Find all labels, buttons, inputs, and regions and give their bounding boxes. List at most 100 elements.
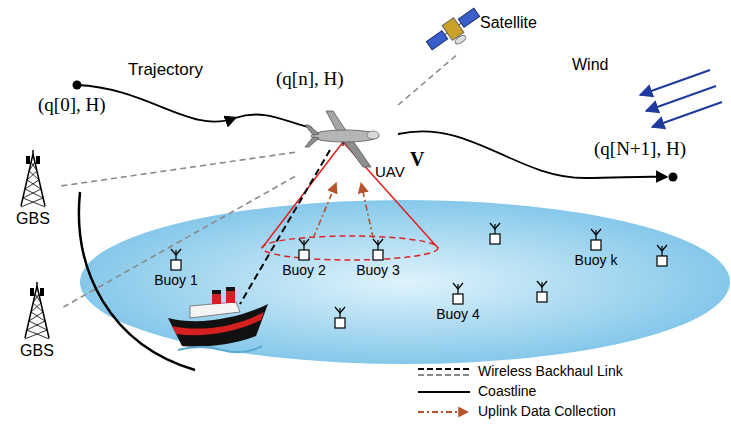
node-label: GBS bbox=[8, 210, 58, 228]
drawing-part bbox=[27, 171, 37, 180]
drawing-part bbox=[23, 198, 45, 207]
drawing-part bbox=[171, 249, 181, 255]
node-label: Buoy 1 bbox=[148, 272, 204, 288]
annotation-label: (q[0], H) bbox=[38, 94, 106, 116]
drawing-part bbox=[31, 312, 45, 321]
drawing-part bbox=[21, 198, 43, 207]
drawing-part bbox=[490, 234, 500, 244]
drawing-part bbox=[171, 260, 181, 270]
drawing-part bbox=[29, 312, 43, 321]
drawing-part bbox=[30, 288, 34, 296]
drawing-part bbox=[373, 239, 383, 260]
drawing-part bbox=[342, 142, 344, 146]
ship-backhaul bbox=[240, 150, 330, 304]
drawing-part bbox=[27, 321, 45, 330]
drawing-part bbox=[537, 281, 547, 287]
drawing-part bbox=[454, 34, 467, 46]
ocean bbox=[80, 200, 730, 364]
drawing-part bbox=[226, 287, 235, 303]
drawing-part bbox=[335, 307, 345, 313]
drawing-part bbox=[178, 346, 262, 352]
drawing-part bbox=[26, 156, 30, 164]
buoy-node: Buoy 3 bbox=[350, 238, 406, 282]
drawing-part bbox=[453, 283, 463, 304]
uav-node: UAV bbox=[295, 105, 410, 183]
trajectory bbox=[235, 115, 312, 129]
uplink-arrow bbox=[313, 183, 336, 238]
drawing-part bbox=[373, 250, 383, 260]
drawing-part bbox=[32, 150, 34, 156]
annotation-label: Wind bbox=[572, 56, 608, 74]
node-label: Buoy 2 bbox=[276, 262, 332, 278]
drawing-part bbox=[426, 31, 447, 50]
drawing-part bbox=[40, 288, 44, 296]
buoy-node: Buoy 2 bbox=[276, 238, 332, 282]
velocity-symbol: V bbox=[410, 148, 424, 171]
drawing-part bbox=[373, 239, 383, 245]
uplink-arrow bbox=[361, 183, 373, 238]
legend-sample bbox=[418, 368, 470, 370]
drawing-part bbox=[31, 303, 41, 312]
node-label: Satellite bbox=[480, 14, 537, 32]
backhaul-link bbox=[62, 176, 295, 307]
drawing-part bbox=[171, 249, 181, 270]
drawing-part bbox=[424, 5, 486, 59]
drawing-part bbox=[591, 240, 601, 250]
base-station-node: GBS bbox=[8, 150, 58, 230]
end-point bbox=[669, 173, 678, 182]
buoy-symbol bbox=[490, 223, 500, 244]
drawing-part bbox=[490, 223, 500, 229]
drawing-part bbox=[453, 283, 463, 289]
drawing-part bbox=[25, 330, 47, 339]
drawing-part bbox=[212, 290, 221, 294]
drawing-part bbox=[299, 250, 309, 260]
buoys bbox=[335, 223, 667, 328]
drawing-part bbox=[299, 239, 309, 245]
drawing-part bbox=[36, 282, 38, 288]
drawing-part bbox=[27, 330, 49, 339]
legend-text: Coastline bbox=[478, 383, 536, 399]
annotation-label: (q[N+1], H) bbox=[594, 138, 686, 160]
drawing-part bbox=[591, 229, 601, 250]
drawing-part bbox=[657, 256, 667, 266]
ship bbox=[168, 287, 268, 352]
legend-sample bbox=[418, 411, 468, 413]
drawing-part bbox=[458, 8, 479, 27]
drawing-part bbox=[657, 245, 667, 251]
drawing-part bbox=[25, 189, 43, 198]
legend-text: Uplink Data Collection bbox=[478, 403, 616, 419]
legend-sample bbox=[418, 391, 470, 393]
node-label: Buoy 4 bbox=[430, 306, 486, 322]
buoy-node: Buoy 4 bbox=[430, 282, 486, 326]
annotation-label: (q[n], H) bbox=[276, 68, 344, 90]
drawing-part bbox=[311, 130, 379, 142]
drawing-part bbox=[305, 125, 319, 147]
drawing-part bbox=[537, 292, 547, 302]
node-label: UAV bbox=[375, 163, 405, 180]
drawing-part bbox=[21, 150, 45, 207]
drawing-part bbox=[29, 171, 39, 180]
wind-arrow bbox=[652, 102, 722, 127]
drawing-part bbox=[172, 312, 264, 335]
coverage-area bbox=[262, 236, 438, 260]
buoy-symbol bbox=[657, 245, 667, 266]
node-label: GBS bbox=[12, 342, 62, 360]
buoy-node: Buoy 1 bbox=[148, 248, 204, 292]
node-label: Buoy 3 bbox=[350, 262, 406, 278]
drawing-part bbox=[25, 180, 39, 189]
drawing-part bbox=[33, 303, 43, 312]
drawing-part bbox=[367, 131, 379, 139]
buoy-node: Buoy k bbox=[568, 228, 624, 272]
annotation-label: Trajectory bbox=[128, 60, 203, 80]
backhaul-link bbox=[58, 152, 295, 186]
backhaul-link bbox=[398, 54, 458, 105]
drawing-part bbox=[305, 111, 379, 167]
buoy-symbol bbox=[537, 281, 547, 302]
drawing-part bbox=[453, 294, 463, 304]
base-station-node: GBS bbox=[12, 282, 62, 362]
drawing-part bbox=[25, 282, 49, 339]
legend-samples bbox=[418, 369, 470, 412]
